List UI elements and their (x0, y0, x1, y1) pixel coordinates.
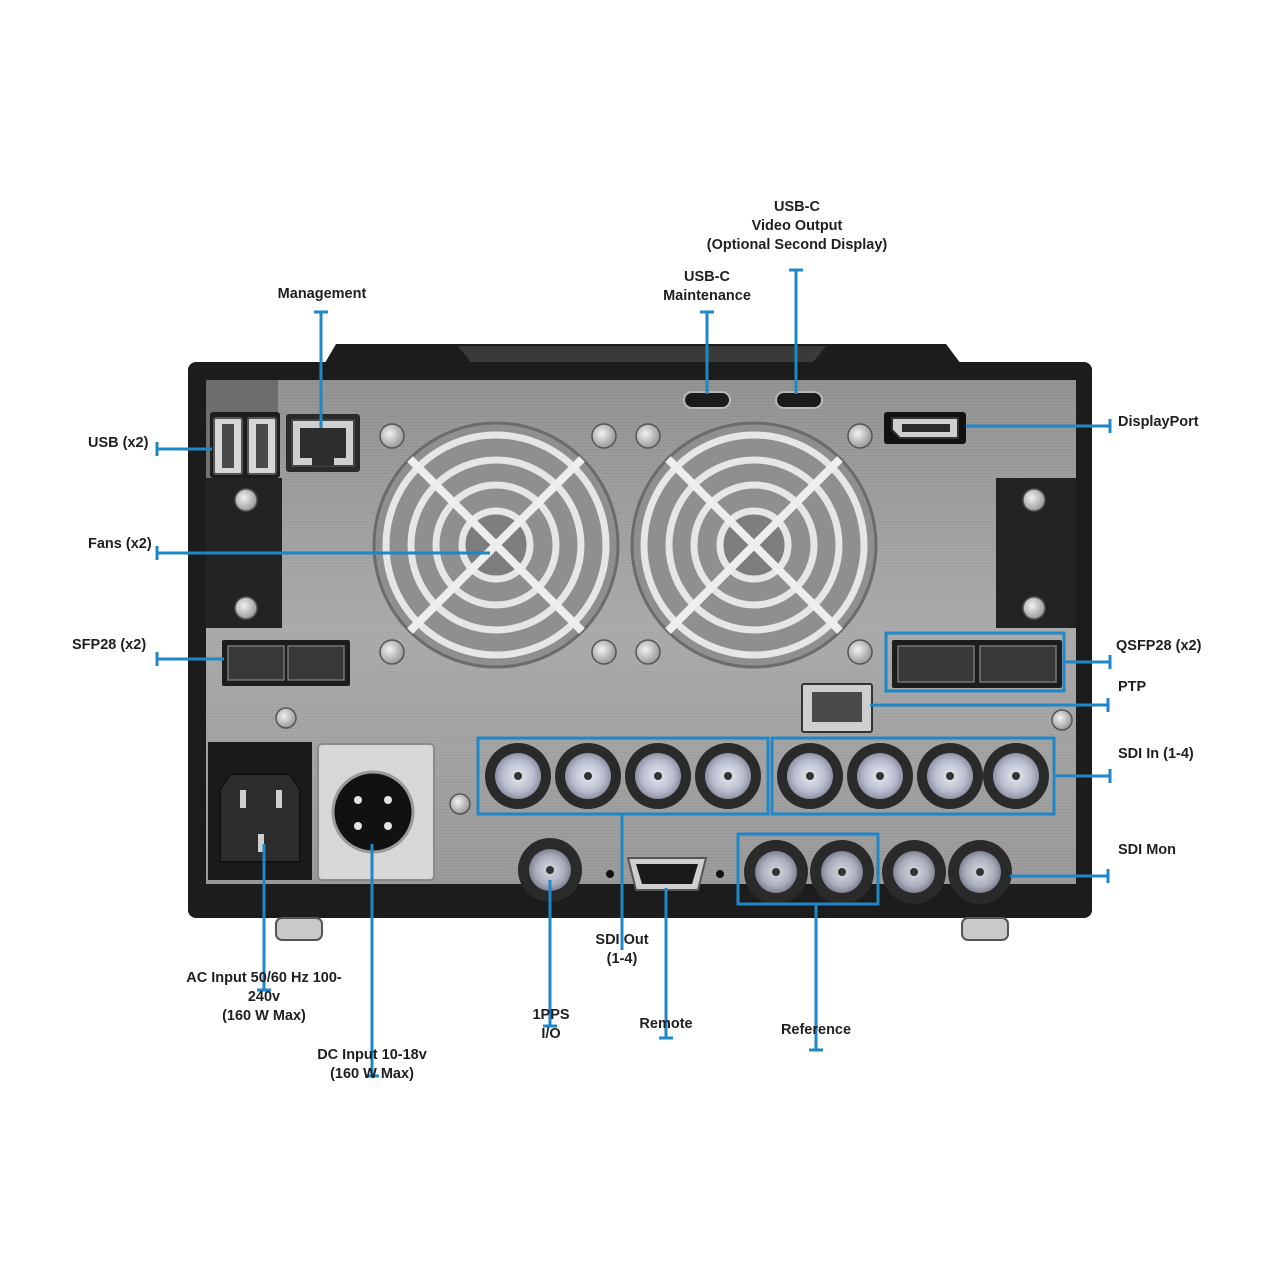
bnc-connectors (485, 743, 1049, 904)
fan-right (630, 421, 878, 669)
right-foot (961, 917, 1009, 941)
management-rj45-port (286, 414, 360, 472)
label-sfp28: SFP28 (x2) (72, 637, 147, 653)
label-ptp: PTP (1118, 679, 1147, 695)
callout-lines (155, 268, 1112, 1078)
label-sdi-in: SDI In (1-4) (1118, 746, 1194, 762)
label-sdi-mon: SDI Mon (1118, 842, 1176, 858)
ptp-rj45-port (801, 683, 873, 733)
bnc-sdi-in-1 (777, 743, 843, 809)
label-fans: Fans (x2) (88, 536, 152, 552)
label-dc-input: DC Input 10-18v (160 W Max) (317, 1047, 427, 1082)
callout-box-reference (736, 832, 880, 906)
qsfp28-cages (892, 640, 1062, 688)
label-remote: Remote (639, 1016, 693, 1032)
bnc-mon-2 (948, 840, 1012, 904)
bnc-sdi-in-3 (917, 743, 983, 809)
label-displayport: DisplayPort (1118, 414, 1199, 430)
screws (234, 423, 1073, 873)
fan-left (372, 421, 620, 669)
bnc-mon-1 (882, 840, 946, 904)
label-reference: Reference (780, 1022, 852, 1038)
usb-c-video-port (775, 391, 823, 409)
bnc-sdi-out-2 (555, 743, 621, 809)
label-qsfp28: QSFP28 (x2) (1116, 638, 1202, 654)
label-ac-input: AC Input 50/60 Hz 100- 240v (160 W Max) (186, 970, 342, 1024)
bnc-sdi-in-4 (983, 743, 1049, 809)
usb-ports (210, 412, 280, 478)
bnc-sdi-out-1 (485, 743, 551, 809)
bnc-1pps (518, 838, 582, 902)
displayport-port (884, 412, 966, 444)
label-management: Management (277, 286, 367, 302)
label-usb-c-maintenance: USB-C Maintenance (663, 269, 751, 304)
sfp28-cages (222, 640, 350, 686)
bnc-reference-2 (810, 840, 874, 904)
bnc-sdi-out-4 (695, 743, 761, 809)
label-usb-c-video-output: USB-C Video Output (Optional Second Disp… (706, 199, 888, 253)
label-usb: USB (x2) (88, 435, 149, 451)
dc-xlr-inlet (317, 743, 435, 881)
usb-c-maintenance-port (683, 391, 731, 409)
bnc-sdi-in-2 (847, 743, 913, 809)
ac-inlet (208, 742, 312, 880)
label-sdi-out: SDI Out (1-4) (595, 932, 649, 967)
remote-db-port (606, 857, 724, 891)
bnc-reference-1 (744, 840, 808, 904)
left-foot (275, 917, 323, 941)
label-1pps: 1PPS I/O (532, 1007, 570, 1042)
bnc-sdi-out-3 (625, 743, 691, 809)
